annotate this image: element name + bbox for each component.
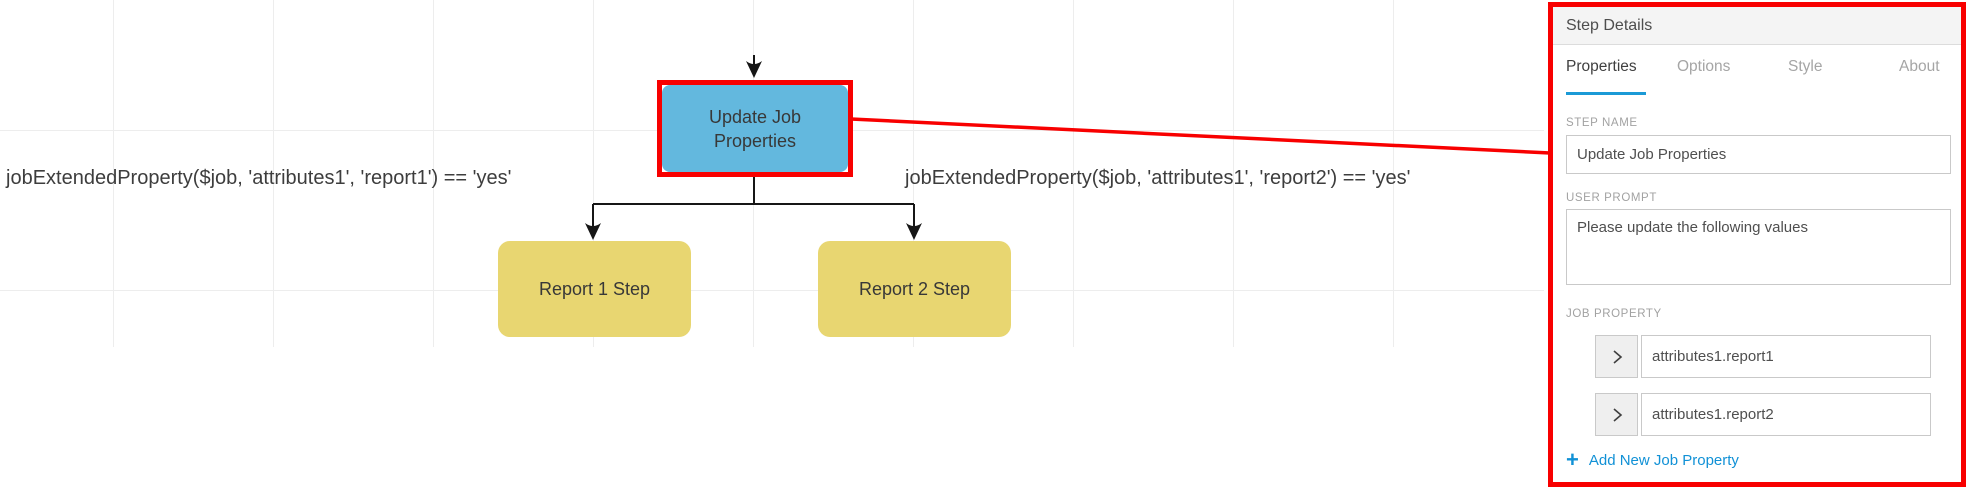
add-new-job-property-link[interactable]: + Add New Job Property	[1566, 447, 1739, 472]
add-new-job-property-label: Add New Job Property	[1588, 451, 1739, 469]
step-node-fill	[662, 85, 848, 172]
step-node-update-job-properties[interactable]: Update Job Properties	[657, 80, 853, 177]
step-node-report-1[interactable]: Report 1 Step	[498, 241, 691, 337]
tab-properties[interactable]: Properties	[1566, 57, 1646, 95]
tab-options[interactable]: Options	[1677, 58, 1731, 75]
panel-header: Step Details	[1553, 7, 1961, 45]
job-property-input-2[interactable]	[1641, 393, 1931, 436]
plus-icon: +	[1566, 447, 1579, 472]
step-node-report-2[interactable]: Report 2 Step	[818, 241, 1011, 337]
step-name-label: STEP NAME	[1566, 117, 1638, 129]
user-prompt-label: USER PROMPT	[1566, 192, 1657, 204]
chevron-right-icon	[1612, 407, 1622, 422]
job-property-expand-button-1[interactable]	[1595, 335, 1638, 378]
tab-about[interactable]: About	[1899, 58, 1940, 75]
chevron-right-icon	[1612, 349, 1622, 364]
tab-style[interactable]: Style	[1788, 58, 1823, 75]
step-details-panel: Step Details Properties Options Style Ab…	[1548, 2, 1966, 487]
job-property-input-1[interactable]	[1641, 335, 1931, 378]
panel-tabs: Properties Options Style About	[1566, 57, 1951, 95]
step-node-label: Report 2 Step	[858, 279, 971, 299]
panel-title: Step Details	[1566, 17, 1653, 34]
step-node-label: Update Job Properties	[708, 106, 802, 151]
step-name-input[interactable]	[1566, 135, 1951, 174]
job-property-label: JOB PROPERTY	[1566, 308, 1662, 320]
branch-condition-label-2: jobExtendedProperty($job, 'attributes1',…	[905, 167, 1411, 189]
branch-condition-label-1: jobExtendedProperty($job, 'attributes1',…	[6, 167, 512, 189]
step-node-label: Report 1 Step	[538, 279, 651, 299]
user-prompt-textarea[interactable]: Please update the following values	[1566, 209, 1951, 285]
job-property-expand-button-2[interactable]	[1595, 393, 1638, 436]
